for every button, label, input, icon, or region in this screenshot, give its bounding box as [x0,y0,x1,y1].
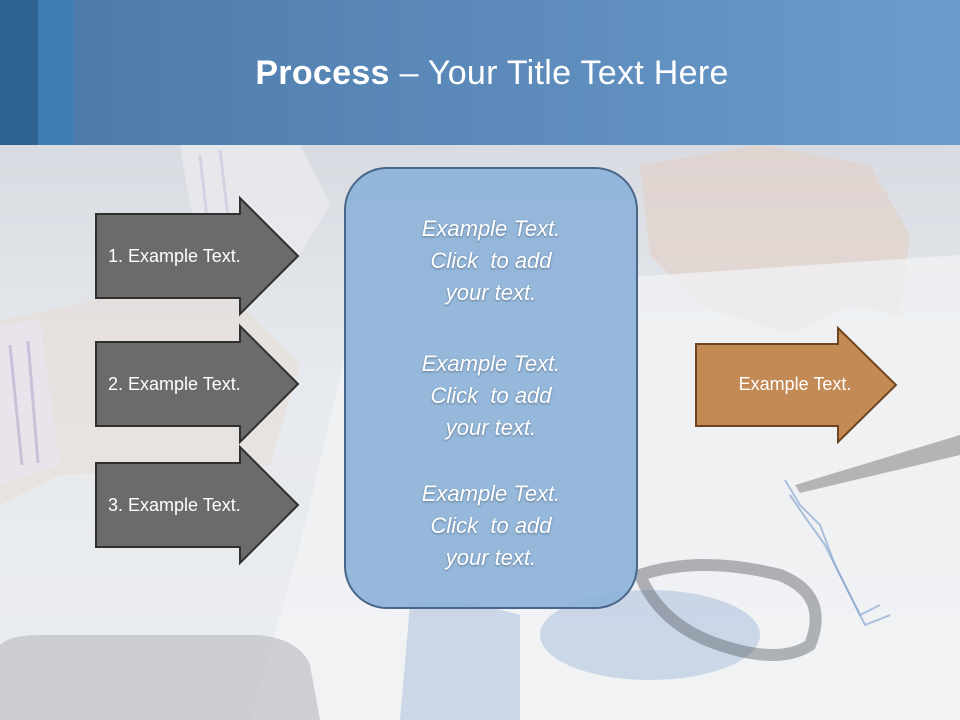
center-item-line: Click to add [430,248,552,273]
center-item-line: your text. [445,545,537,570]
center-box-item-2[interactable]: Example Text. Click to add your text. [345,348,637,444]
title-rest: – Your Title Text Here [389,54,729,92]
header-accent-stripe [38,0,74,145]
right-arrow-label: Example Text. [739,374,852,394]
left-arrow-label: 3. Example Text. [108,495,241,515]
center-item-line: Example Text. [421,216,561,241]
center-box-item-1[interactable]: Example Text. Click to add your text. [345,213,637,309]
title-bold: Process [255,54,390,92]
left-arrow-2[interactable]: 2. Example Text. [95,323,300,445]
center-item-line: Example Text. [421,481,561,506]
center-item-line: Example Text. [421,351,561,376]
center-box-item-3[interactable]: Example Text. Click to add your text. [345,478,637,574]
header-accent-stripe [0,0,38,145]
left-arrow-label: 2. Example Text. [108,374,241,394]
left-arrow-1[interactable]: 1. Example Text. [95,195,300,317]
center-box[interactable] [344,167,638,609]
left-arrow-label: 1. Example Text. [108,246,241,266]
header-band: Process – Your Title Text Here [0,0,960,145]
center-item-line: Click to add [430,513,552,538]
center-item-line: Click to add [430,383,552,408]
slide-title[interactable]: Process – Your Title Text Here [0,54,960,93]
left-arrow-3[interactable]: 3. Example Text. [95,444,300,566]
center-item-line: your text. [445,415,537,440]
right-arrow[interactable]: Example Text. [695,325,898,445]
center-item-line: your text. [445,280,537,305]
